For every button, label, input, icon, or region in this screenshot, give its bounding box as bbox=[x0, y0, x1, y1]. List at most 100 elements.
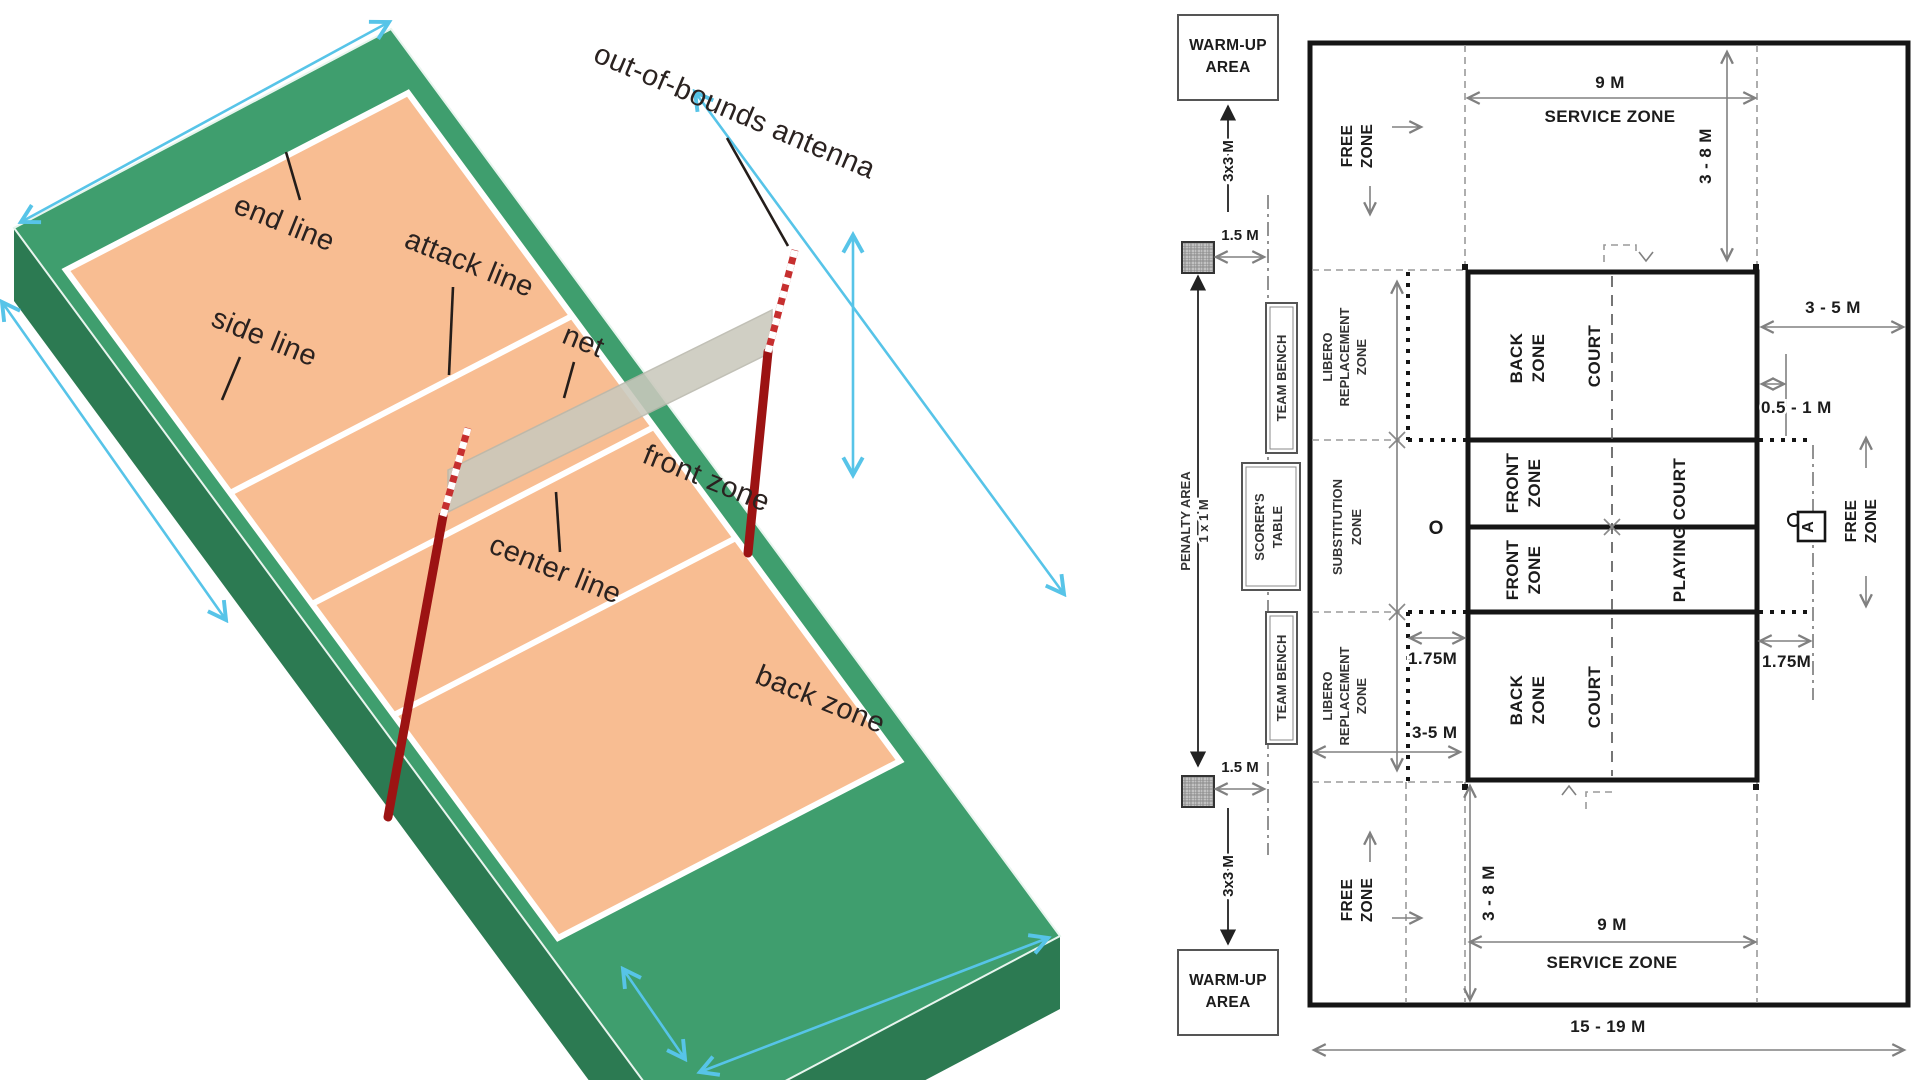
dim-half-1m: 0.5 - 1 M bbox=[1759, 354, 1834, 436]
libero-zone-top: LIBERO REPLACEMENT ZONE bbox=[1320, 307, 1369, 406]
dim-3-5m-right-label: 3 - 5 M bbox=[1805, 298, 1861, 317]
dim-15-19m-label: 15 - 19 M bbox=[1570, 1017, 1645, 1036]
free-zone-word: ZONE bbox=[1359, 878, 1376, 922]
axis-brackets bbox=[1561, 244, 1654, 810]
libero-word: REPLACEMENT bbox=[1337, 307, 1352, 406]
penalty-area: PENALTY AREA 1 x 1 M bbox=[1176, 241, 1215, 808]
penalty-marker-top bbox=[1181, 241, 1215, 274]
back-zone-word: ZONE bbox=[1529, 334, 1548, 383]
free-zone-word: FREE bbox=[1339, 125, 1356, 168]
free-zone-top-left: FREE ZONE bbox=[1339, 120, 1424, 217]
substitution-zone: SUBSTITUTION ZONE bbox=[1330, 479, 1364, 575]
dim-3-5m-left-label: 3-5 M bbox=[1412, 723, 1457, 742]
dim-3-5m-left: 3-5 M bbox=[1311, 721, 1463, 759]
court-lines bbox=[228, 313, 738, 718]
attack-line-far bbox=[228, 313, 574, 496]
label-leaders bbox=[220, 137, 790, 553]
warmup-area-top: WARM-UP AREA bbox=[1177, 14, 1279, 101]
dim-3x3-bottom-label: 3x3 M bbox=[1220, 855, 1237, 897]
dim-3x3-top-label: 3x3 M bbox=[1220, 140, 1237, 182]
dim-175-right-label: 1.75M bbox=[1762, 652, 1811, 671]
center-line-3d bbox=[310, 424, 656, 607]
team-bench-label: TEAM BENCH bbox=[1274, 335, 1289, 422]
free-zone-word: ZONE bbox=[1863, 499, 1880, 543]
substitution-word: SUBSTITUTION bbox=[1330, 479, 1345, 575]
dim-9m-bottom: 9 M bbox=[1597, 915, 1627, 934]
dim-175-left: 1.75M bbox=[1406, 631, 1467, 671]
net-post-left bbox=[383, 511, 448, 822]
free-zone-border bbox=[1307, 40, 1911, 1008]
label-antenna: out-of-bounds antenna bbox=[589, 38, 880, 186]
dashed-guides bbox=[1312, 45, 1758, 1003]
court-zone-labels: BACK ZONE COURT FRONT ZONE FRONT ZONE PL… bbox=[1503, 325, 1689, 729]
dim-service-zone-bottom: 9 M SERVICE ZONE bbox=[1467, 915, 1758, 972]
court-word: COURT bbox=[1585, 325, 1604, 388]
free-zone-bottom-left: FREE ZONE bbox=[1339, 830, 1424, 925]
team-bench-top: TEAM BENCH bbox=[1265, 302, 1298, 454]
dim-1-5m-top-label: 1.5 M bbox=[1221, 227, 1259, 244]
dim-1-5m-bottom-label: 1.5 M bbox=[1221, 759, 1259, 776]
libero-word: ZONE bbox=[1354, 678, 1369, 714]
substitution-word: ZONE bbox=[1349, 509, 1364, 545]
dim-arrow-right-side bbox=[695, 92, 1064, 594]
back-zone-word: BACK bbox=[1507, 674, 1526, 725]
dim-15-19m: 15 - 19 M bbox=[1311, 1017, 1907, 1057]
libero-word: LIBERO bbox=[1320, 671, 1335, 720]
dim-1-5m-top: 1.5 M bbox=[1213, 227, 1267, 264]
team-bench-bottom: TEAM BENCH bbox=[1265, 611, 1298, 745]
dim-arrow-far-end bbox=[21, 22, 389, 222]
dim-3-5m-right: 3 - 5 M bbox=[1759, 298, 1906, 334]
dim-3-8m-bottom: 3 - 8 M bbox=[1463, 783, 1498, 1003]
dim-3x3-top: 3x3 M bbox=[1218, 104, 1240, 212]
dim-3-8m-top-label: 3 - 8 M bbox=[1696, 128, 1715, 184]
free-zone-word: FREE bbox=[1843, 500, 1860, 543]
front-zone-word: FRONT bbox=[1503, 540, 1522, 601]
front-zone-word: FRONT bbox=[1503, 453, 1522, 514]
dim-175-right: 1.75M bbox=[1757, 634, 1813, 671]
dim-arrow-near-margin bbox=[623, 969, 685, 1059]
dim-3-8m-top: 3 - 8 M bbox=[1696, 49, 1734, 263]
free-zone-right: FREE ZONE bbox=[1843, 435, 1880, 609]
libero-zone-bottom: LIBERO REPLACEMENT ZONE bbox=[1320, 646, 1369, 745]
warmup-word: WARM-UP bbox=[1189, 972, 1267, 989]
libero-word: ZONE bbox=[1354, 339, 1369, 375]
service-zone-bottom: SERVICE ZONE bbox=[1546, 953, 1677, 972]
back-zone-word: BACK bbox=[1507, 332, 1526, 383]
penalty-marker-bottom bbox=[1181, 775, 1215, 808]
scorers-word: SCORER'S bbox=[1252, 493, 1267, 561]
dimension-arrows-3d bbox=[2, 22, 1064, 1072]
dim-3-8m-bottom-label: 3 - 8 M bbox=[1479, 865, 1498, 921]
attack-line-near bbox=[392, 535, 738, 718]
warmup-word: WARM-UP bbox=[1189, 37, 1267, 54]
court-word: COURT bbox=[1585, 666, 1604, 729]
net-post-right bbox=[743, 347, 773, 558]
front-zone-word: ZONE bbox=[1525, 459, 1544, 508]
penalty-label: 1 x 1 M bbox=[1196, 499, 1211, 542]
court-3d-illustration: end line attack line side line net front… bbox=[2, 22, 1064, 1080]
libero-word: REPLACEMENT bbox=[1337, 646, 1352, 745]
libero-word: LIBERO bbox=[1320, 332, 1335, 381]
dim-arrow-left-side bbox=[2, 302, 226, 620]
dim-arrow-near-end bbox=[700, 938, 1048, 1072]
playing-court-label: PLAYING COURT bbox=[1670, 458, 1689, 603]
warmup-area-bottom: WARM-UP AREA bbox=[1177, 949, 1279, 1036]
warmup-word: AREA bbox=[1205, 994, 1250, 1011]
dim-half-1m-label: 0.5 - 1 M bbox=[1761, 398, 1832, 417]
free-zone-word: FREE bbox=[1339, 879, 1356, 922]
back-zone-word: ZONE bbox=[1529, 676, 1548, 725]
team-bench-label: TEAM BENCH bbox=[1274, 635, 1289, 722]
penalty-label: PENALTY AREA bbox=[1178, 471, 1193, 571]
dim-175-left-label: 1.75M bbox=[1408, 649, 1457, 668]
warmup-word: AREA bbox=[1205, 59, 1250, 76]
dim-1-5m-bottom: 1.5 M bbox=[1213, 759, 1267, 796]
court-schematic: 9 M SERVICE ZONE 3 - 8 M 3 - 5 M 0.5 - 1… bbox=[1176, 14, 1911, 1057]
front-zone-word: ZONE bbox=[1525, 546, 1544, 595]
dim-9m-top: 9 M bbox=[1595, 73, 1625, 92]
free-zone-word: ZONE bbox=[1359, 124, 1376, 168]
antenna-left-stripes bbox=[439, 427, 472, 517]
scorers-word: TABLE bbox=[1270, 505, 1285, 548]
dotted-zone-lines bbox=[1406, 272, 1813, 782]
service-zone-top: SERVICE ZONE bbox=[1544, 107, 1675, 126]
referee-stand: A bbox=[1787, 510, 1827, 543]
